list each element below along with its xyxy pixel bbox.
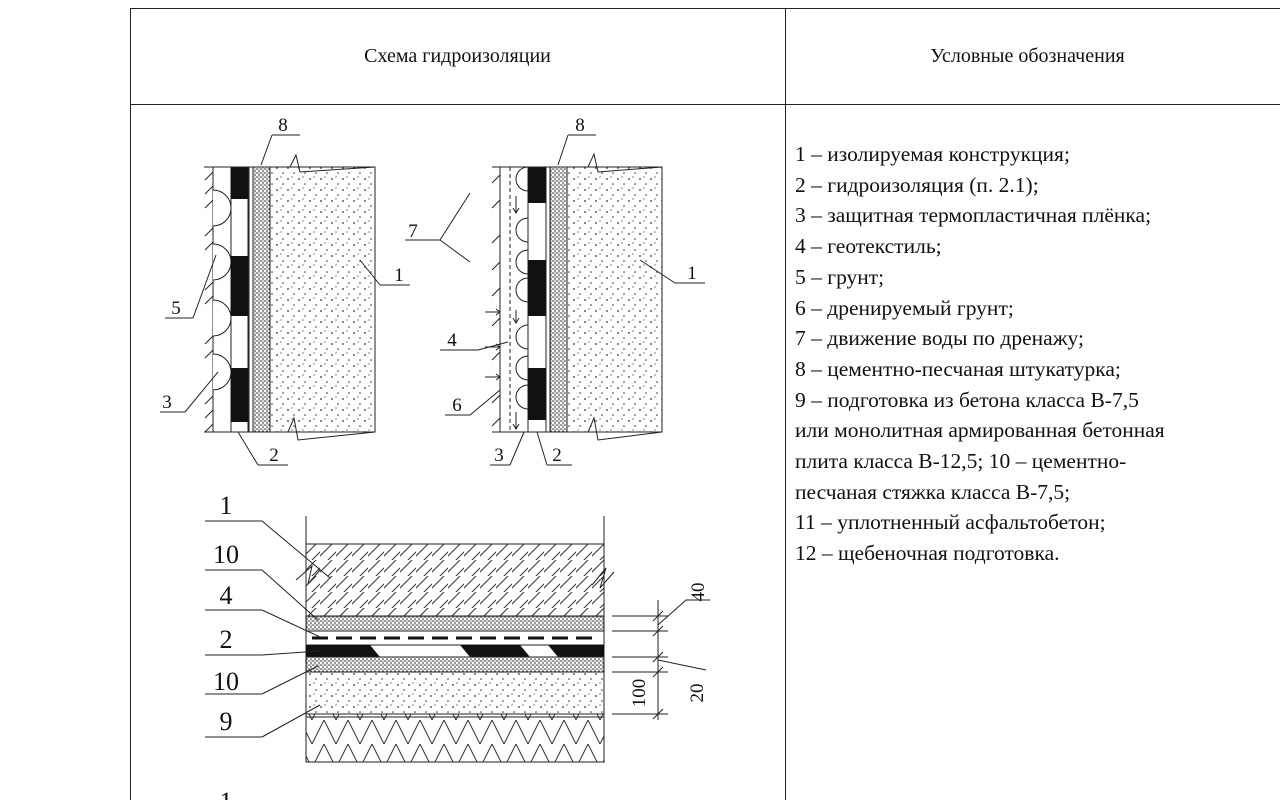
column-header-legend: Условные обозначения [930,45,1125,67]
legend-list: 1 – изолируемая конструкция; 2 – гидроиз… [795,139,1265,569]
label-2: 2 [269,445,279,466]
column-header-scheme: Схема гидроизоляции [364,45,551,67]
legend-item: 8 – цементно-песчаная штукатурка; [795,356,1121,381]
label-6: 6 [452,395,462,416]
legend-item: 1 – изолируемая конструкция; [795,142,1070,166]
legend-item: 2 – гидроизоляция (п. 2.1); [795,172,1039,197]
diagram-a-wall-section: 8 1 5 3 2 [160,115,410,466]
table-top-border [130,8,1280,9]
label-1: 1 [394,265,404,286]
legend-item: 6 – дренируемый грунт; [795,295,1014,320]
legend-item: или монолитная армированная бетонная [795,418,1165,443]
table-left-border [130,8,131,800]
legend-item: 12 – щебеночная подготовка. [795,541,1060,566]
table-header-divider [130,104,1280,105]
label-1: 1 [687,263,697,284]
dimension-20: 20 [687,684,708,703]
legend-item: 5 – грунт; [795,264,885,289]
diagram-b-drained-wall-section: 8 7 1 4 6 3 2 [405,115,705,466]
legend-item: 11 – уплотненный асфальтобетон; [795,510,1106,535]
legend-item: плита класса В-12,5; 10 – цементно- [795,449,1127,474]
table-column-divider [785,8,786,800]
label-10: 10 [213,667,239,696]
legend-item: 9 – подготовка из бетона класса В-7,5 [795,387,1139,412]
diagram-c-floor-section: 40 100 20 1 10 4 2 10 9 [205,491,710,763]
label-1: 1 [220,787,233,800]
dimension-100: 100 [629,679,650,708]
legend-item: 3 – защитная термопластичная плёнка; [795,203,1152,228]
label-9: 9 [220,707,233,736]
label-3: 3 [494,445,504,466]
label-10: 10 [213,540,239,569]
legend-item: песчаная стяжка класса В-7,5; [795,479,1071,504]
legend-item: 7 – движение воды по дренажу; [795,326,1084,351]
legend-item: 4 – геотекстиль; [795,234,942,259]
label-4: 4 [220,581,233,610]
label-2: 2 [220,625,233,654]
label-8: 8 [278,115,288,136]
dimension-40: 40 [688,583,709,602]
label-3: 3 [162,392,172,413]
label-1: 1 [220,491,233,520]
label-4: 4 [447,330,457,351]
label-5: 5 [171,298,181,319]
diagram-d-partial: 1 [220,787,233,800]
label-8: 8 [575,115,585,136]
label-2: 2 [552,445,562,466]
label-7: 7 [408,221,418,242]
